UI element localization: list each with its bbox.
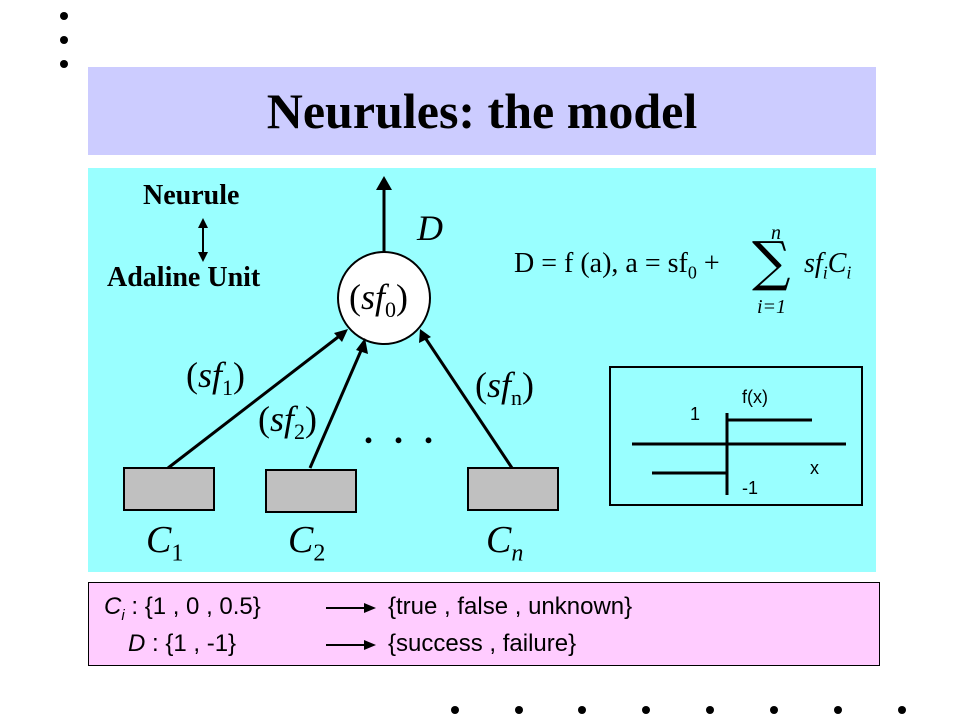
summation-term: sfiCi: [804, 248, 851, 284]
weight-2-close-paren: ): [305, 399, 318, 439]
input-label-1: C1: [146, 518, 183, 568]
decorative-dot: [60, 60, 68, 68]
decorative-dot: [834, 706, 842, 714]
input-box-1: [123, 467, 215, 511]
weight-2-open-paren: (: [258, 399, 270, 439]
edge-input-1-arrowhead: [334, 329, 348, 342]
adaline-unit-circle: [337, 251, 431, 345]
legend-2-var: D: [128, 630, 146, 657]
input-2-c: C: [288, 519, 314, 561]
term-sf: sf: [804, 248, 823, 279]
ellipsis: . . .: [364, 411, 439, 451]
weight-1-sf: sf: [198, 355, 223, 395]
weight-1-subscript: 1: [222, 375, 234, 401]
weight-n-subscript: n: [511, 385, 523, 411]
plot-one-label: 1: [690, 404, 701, 424]
legend-line-1-meaning: {true , false , unknown}: [388, 593, 633, 620]
bias-label: (sf0): [349, 276, 408, 323]
formula-plus: +: [703, 248, 720, 279]
input-label-2: C2: [288, 518, 325, 568]
decorative-dot: [578, 706, 586, 714]
weight-n-sf: sf: [487, 365, 512, 405]
weight-n-open-paren: (: [475, 365, 487, 405]
decorative-dot: [451, 706, 459, 714]
term-c: C: [827, 248, 847, 279]
legend-line-2: D : {1 , -1}: [128, 630, 236, 658]
edge-input-n: [422, 335, 514, 469]
input-2-subscript: 2: [313, 540, 326, 567]
input-box-2: [265, 469, 357, 513]
activation-plot-frame: [609, 366, 863, 506]
decorative-dot: [515, 706, 523, 714]
input-n-subscript: n: [511, 540, 524, 567]
weight-label-1: (sf1): [186, 354, 245, 401]
bias-sf: sf: [361, 277, 386, 317]
input-box-n: [467, 467, 559, 511]
title-band: [88, 67, 876, 155]
weight-2-subscript: 2: [294, 419, 306, 445]
bias-open-paren: (: [349, 277, 361, 317]
legend-2-values: : {1 , -1}: [145, 630, 237, 657]
input-n-c: C: [486, 519, 512, 561]
term-c-subscript: i: [846, 262, 852, 283]
edge-input-1: [167, 332, 343, 470]
edge-input-n-arrowhead: [419, 329, 431, 343]
summation-sign: ∑: [752, 230, 791, 293]
formula-lhs-subscript: 0: [687, 262, 697, 283]
input-label-n: Cn: [486, 518, 523, 568]
term-sf-subscript: i: [822, 262, 828, 283]
weight-label-2: (sf2): [258, 398, 317, 445]
plot-x-label: x: [810, 458, 819, 478]
decorative-dot: [60, 36, 68, 44]
legend-1-subscript: i: [121, 606, 125, 624]
neurule-label: Neurule: [143, 180, 240, 211]
decorative-dot: [706, 706, 714, 714]
bias-close-paren: ): [396, 277, 409, 317]
legend-line-1: Ci : {1 , 0 , 0.5}: [104, 593, 261, 624]
output-arrowhead: [376, 176, 392, 190]
equivalence-arrowhead-up: [198, 218, 208, 228]
weight-1-close-paren: ): [233, 355, 246, 395]
decorative-dot: [642, 706, 650, 714]
input-1-subscript: 1: [171, 540, 184, 567]
plot-fx-label: f(x): [742, 387, 768, 407]
edge-input-2: [308, 345, 365, 469]
equivalence-arrowhead-down: [198, 252, 208, 262]
legend-line-2-meaning: {success , failure}: [388, 630, 577, 657]
weight-2-sf: sf: [270, 399, 295, 439]
plot-minus-one-label: -1: [742, 478, 759, 498]
formula: D = f (a), a = sf0 +: [514, 248, 720, 284]
decorative-dot: [770, 706, 778, 714]
weight-n-close-paren: ): [522, 365, 535, 405]
decorative-dot: [60, 12, 68, 20]
legend-1-var: C: [104, 593, 122, 620]
slide-title: Neurules: the model: [266, 83, 698, 139]
legend-box: [88, 582, 880, 666]
input-1-c: C: [146, 519, 172, 561]
legend-1-values: : {1 , 0 , 0.5}: [124, 593, 261, 620]
output-label: D: [417, 208, 443, 248]
weight-1-open-paren: (: [186, 355, 198, 395]
legend-arrowhead-1: [364, 603, 376, 613]
edge-input-2-arrowhead: [356, 338, 368, 354]
summation-lower-limit: i=1: [757, 296, 787, 318]
formula-lhs: D = f (a), a = sf: [514, 248, 688, 279]
legend-arrowhead-2: [364, 640, 376, 650]
summation-upper-limit: n: [771, 222, 781, 244]
decorative-dot: [898, 706, 906, 714]
bias-subscript: 0: [385, 297, 397, 323]
adaline-unit-label: Adaline Unit: [107, 262, 261, 293]
weight-label-n: (sfn): [475, 364, 534, 411]
